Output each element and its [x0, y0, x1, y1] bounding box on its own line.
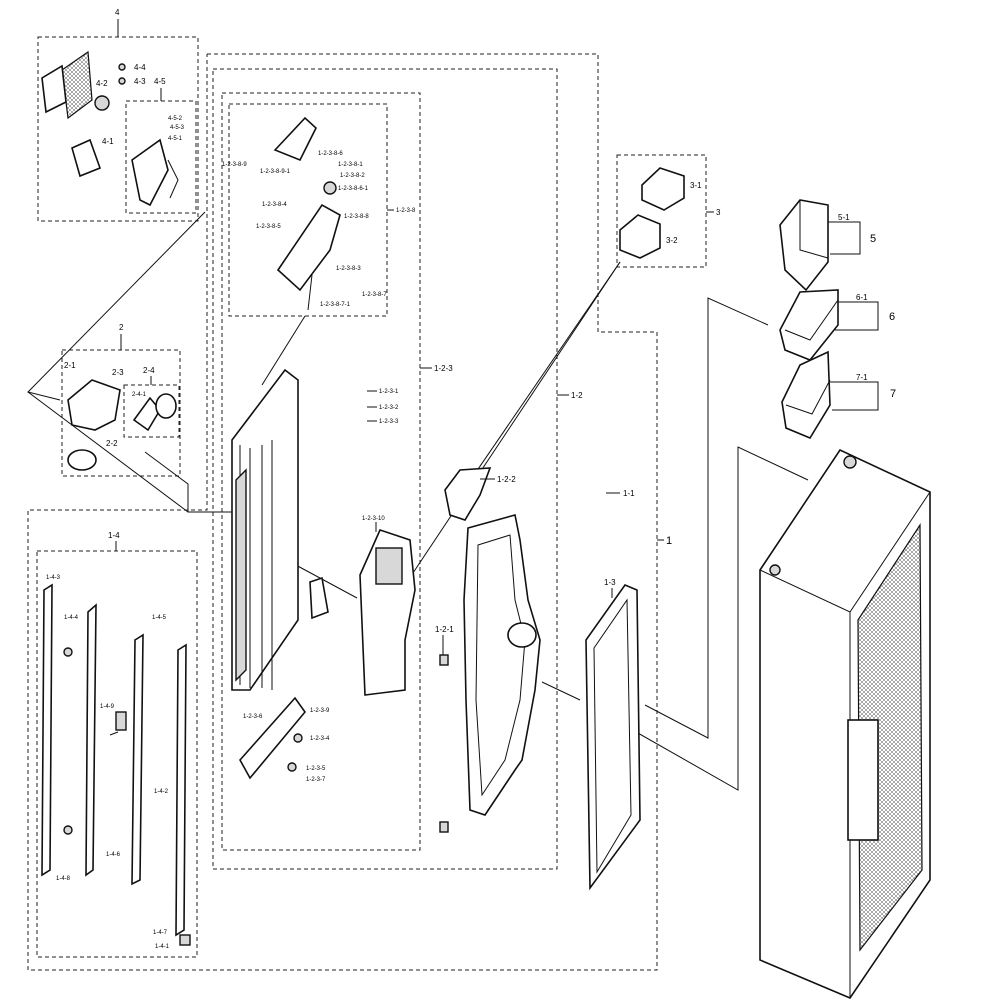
callout-1-2-3-8-7: 1-2-3-8-7	[362, 292, 387, 298]
assembly-2-4-box	[123, 384, 180, 438]
callout-1-2-3: 1-2-3	[434, 364, 453, 373]
callout-7: 7	[890, 388, 896, 400]
callout-1-2-3-8-6-1: 1-2-3-8-6-1	[338, 186, 369, 192]
callout-6-1: 6-1	[856, 293, 868, 302]
callout-1-2-3-3: 1-2-3-3	[379, 419, 399, 425]
hinge-rails-1-4	[41, 583, 191, 946]
gasket-1-3	[585, 584, 641, 891]
connector-lines	[27, 211, 809, 791]
callout-1-4-5: 1-4-5	[152, 615, 167, 621]
callout-2-4-1: 2-4-1	[132, 392, 147, 398]
callout-1-2-1: 1-2-1	[435, 625, 454, 634]
callout-6: 6	[889, 311, 895, 323]
callout-3: 3	[716, 208, 721, 217]
callout-1-4-6: 1-4-6	[106, 852, 121, 858]
refrigerator-cabinet	[759, 448, 931, 999]
callout-1-4-3: 1-4-3	[46, 575, 61, 581]
ice-chute-1-2-3-8	[273, 116, 341, 311]
handle-bracket-1-2-3-6	[239, 696, 307, 780]
callout-3-2: 3-2	[666, 236, 678, 245]
callout-2-1: 2-1	[64, 361, 76, 370]
callout-1-2-3-8-2: 1-2-3-8-2	[340, 173, 365, 179]
callout-4-5-2: 4-5-2	[168, 116, 183, 122]
door-liner-1-2	[439, 467, 541, 833]
callout-1-1: 1-1	[623, 489, 635, 498]
callout-4-5: 4-5	[154, 77, 166, 86]
callout-1-4-8: 1-4-8	[56, 876, 71, 882]
callout-1-4-9: 1-4-9	[100, 704, 115, 710]
callout-1-2-3-9: 1-2-3-9	[310, 708, 330, 714]
callout-1-4-2: 1-4-2	[154, 789, 169, 795]
callout-1-2-3-8-3: 1-2-3-8-3	[336, 266, 361, 272]
callout-1-2-3-8-6: 1-2-3-8-6	[318, 151, 343, 157]
callout-1-2-3-1: 1-2-3-1	[379, 389, 399, 395]
callout-1-2-2: 1-2-2	[497, 475, 516, 484]
assembly-1-2-3-box	[221, 92, 421, 851]
callout-1-4-1: 1-4-1	[155, 944, 170, 950]
dispenser-housing-1-2-3-10	[309, 529, 416, 696]
callout-2-2: 2-2	[106, 439, 118, 448]
callout-1-2-3-8-1: 1-2-3-8-1	[338, 162, 363, 168]
callout-2: 2	[119, 323, 124, 332]
callout-1-2-3-8: 1-2-3-8	[396, 208, 416, 214]
callout-5-1: 5-1	[838, 213, 850, 222]
caps-3	[619, 167, 685, 259]
callout-1-3: 1-3	[604, 578, 616, 587]
callout-1-2-3-5: 1-2-3-5	[306, 766, 326, 772]
callout-1-2-3-4: 1-2-3-4	[310, 736, 330, 742]
callout-1-2-3-7: 1-2-3-7	[306, 777, 326, 783]
callout-1-2: 1-2	[571, 391, 583, 400]
callout-1-2-3-8-5: 1-2-3-8-5	[256, 224, 281, 230]
callout-1: 1	[666, 535, 672, 547]
callout-1-2-3-2: 1-2-3-2	[379, 405, 399, 411]
assembly-3-box	[616, 154, 707, 268]
callout-4-5-1: 4-5-1	[168, 136, 183, 142]
callout-1-2-3-8-4: 1-2-3-8-4	[262, 202, 287, 208]
callout-1-4: 1-4	[108, 531, 120, 540]
callout-4: 4	[115, 8, 120, 17]
callout-5: 5	[870, 233, 876, 245]
callout-1-2-3-8-9: 1-2-3-8-9	[222, 162, 247, 168]
door-frame-1-2-3	[231, 368, 299, 691]
callout-1-4-4: 1-4-4	[64, 615, 79, 621]
callout-3-1: 3-1	[690, 181, 702, 190]
callout-4-2: 4-2	[96, 79, 108, 88]
callout-1-2-3-6: 1-2-3-6	[243, 714, 263, 720]
callout-2-4: 2-4	[143, 366, 155, 375]
callout-1-2-3-8-7-1: 1-2-3-8-7-1	[320, 302, 351, 308]
callout-4-3: 4-3	[134, 77, 146, 86]
callout-1-2-3-8-8: 1-2-3-8-8	[344, 214, 369, 220]
assembly-1-2-3-8-box	[228, 103, 388, 317]
callout-4-5-3: 4-5-3	[170, 125, 185, 131]
assembly-1-box	[27, 53, 658, 971]
auger-motor-2	[67, 379, 177, 471]
assembly-1-4-box	[36, 550, 198, 958]
callout-1-4-7: 1-4-7	[153, 930, 168, 936]
callout-labels: 1 1-1 1-2 1-3 1-4 1-2-1 1-2-2 1-2-3 1-2-…	[46, 8, 896, 950]
assembly-1-2-box	[212, 68, 558, 870]
callout-4-4: 4-4	[134, 63, 146, 72]
callout-7-1: 7-1	[856, 373, 868, 382]
callout-2-3: 2-3	[112, 368, 124, 377]
callout-1-2-3-8-9-1: 1-2-3-8-9-1	[260, 169, 291, 175]
ice-maker-4	[41, 50, 179, 207]
door-bins-5-6-7	[779, 199, 839, 440]
callout-4-1: 4-1	[102, 137, 114, 146]
callout-1-2-3-10: 1-2-3-10	[362, 516, 385, 522]
